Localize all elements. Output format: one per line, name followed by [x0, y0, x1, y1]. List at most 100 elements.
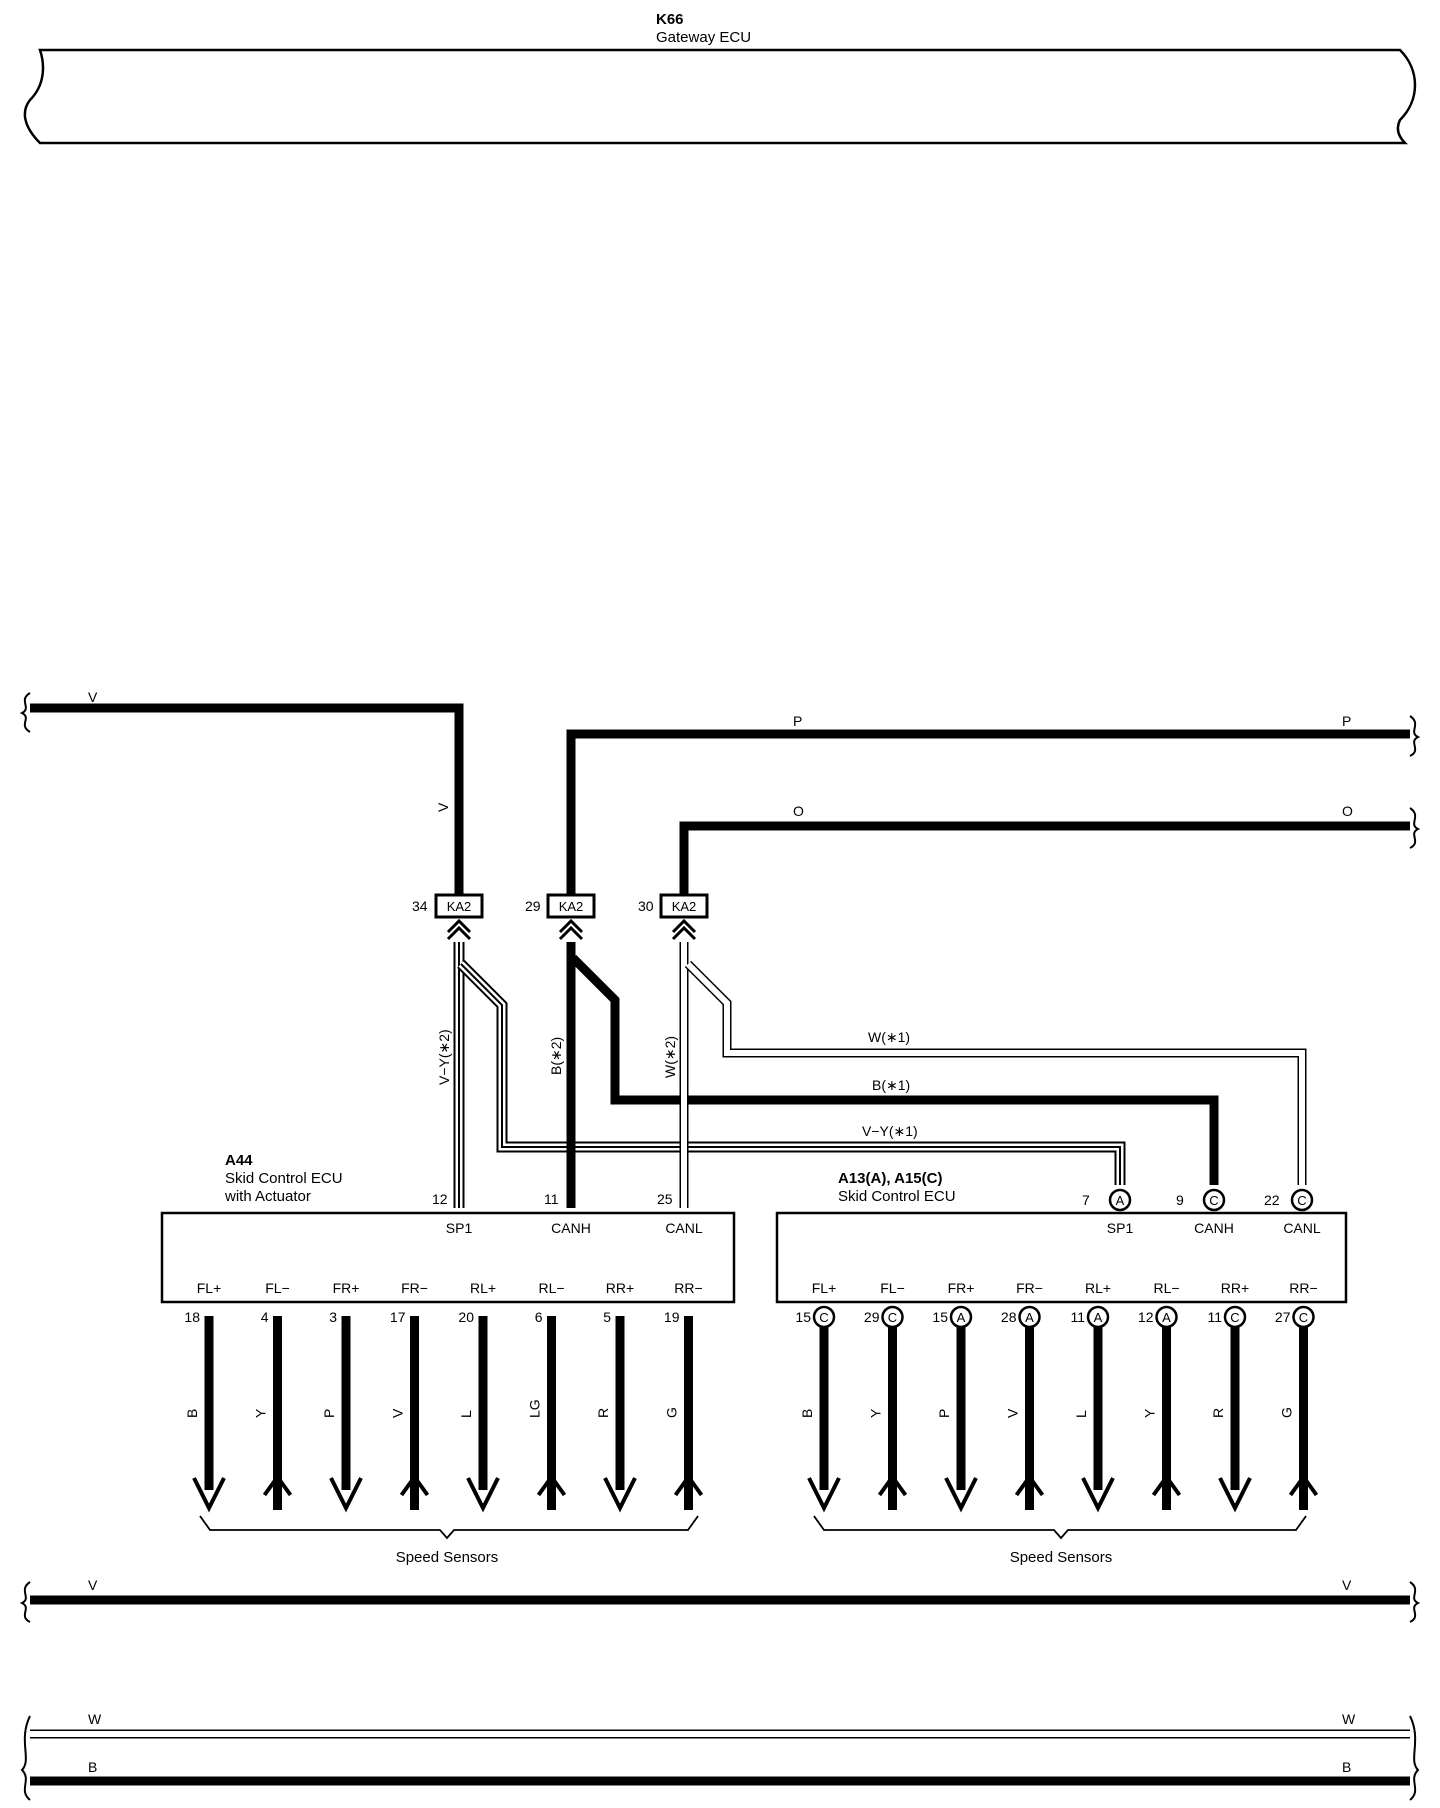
a44-bottom-0-wire-color: B: [184, 1409, 200, 1418]
a44-top-pin-canh: 11: [544, 1191, 559, 1207]
a13-bottom-0-conn-circle: [812, 1305, 836, 1329]
a13-bottom-5-wire-color: Y: [1142, 1408, 1158, 1418]
break-p-right: [1409, 715, 1421, 757]
a13-bottom-3-conn-circle: [1018, 1305, 1041, 1329]
a13-bottom-5-name: RL−: [1153, 1280, 1179, 1296]
branch-wires: V−Y(∗2) V−Y(∗1) B(∗2) B(∗1) W(∗2) W(∗1): [436, 942, 1307, 1208]
ecu-a44-line1: Skid Control ECU: [225, 1170, 343, 1187]
a44-bottom-4-arrow-out: [466, 1477, 500, 1513]
a13-top-conn-canl: C: [1297, 1193, 1306, 1208]
a44-bottom-1-wire-color: Y: [253, 1408, 269, 1418]
junction-30-code: KA2: [672, 899, 697, 914]
ecu-a44-code: A44: [225, 1152, 253, 1169]
a13-bottom-1-pin: 29: [864, 1309, 880, 1325]
a13-top-name-canl: CANL: [1283, 1220, 1321, 1236]
a44-top-name-sp1: SP1: [446, 1220, 473, 1236]
junction-34-pin: 34: [412, 898, 428, 914]
a44-bottom-4-name: RL+: [470, 1280, 496, 1296]
a44-bottom-3-arrow-in: [399, 1473, 430, 1497]
wire-label-vy-star1: V−Y(∗1): [862, 1123, 918, 1139]
wire-p: [566, 729, 1410, 895]
a13-bottom-3-pin: 28: [1001, 1309, 1017, 1325]
a44-bottom-7-arrow-in: [673, 1473, 704, 1497]
a13-bottom-2-wire-color: P: [936, 1409, 952, 1418]
a44-bottom-1-name: FL−: [265, 1280, 290, 1296]
wire-label-v-vertical: V: [435, 802, 451, 812]
junction-connectors: KA2 34 KA2 29 KA2 30: [412, 893, 709, 941]
a44-bottom-4-wire-color: L: [458, 1410, 474, 1418]
a13-bottom-2-conn-circle: [949, 1305, 973, 1329]
a13-bottom-1-conn-circle: [881, 1305, 904, 1329]
a13-bottom-0-name: FL+: [812, 1280, 837, 1296]
a13-bottom-5-pin: 12: [1138, 1309, 1154, 1325]
a44-top-name-canh: CANH: [551, 1220, 591, 1236]
a44-bottom-0-name: FL+: [197, 1280, 222, 1296]
a13-bottom-1-name: FL−: [880, 1280, 905, 1296]
junction-29-chevron: [558, 918, 584, 941]
junction-30-chevron: [671, 918, 697, 941]
a44-bottom-3-pin: 17: [390, 1309, 406, 1325]
ecu-a44-line2: with Actuator: [224, 1188, 311, 1205]
a13-top-name-canh: CANH: [1194, 1220, 1234, 1236]
upper-harness: V V P P O O: [19, 689, 1421, 895]
a13-bottom-6-wire-color: R: [1210, 1408, 1226, 1418]
a13-top-pin-canl: 22: [1264, 1192, 1280, 1208]
gateway-ecu: K66 Gateway ECU: [23, 11, 1417, 145]
a13-bottom-2-arrow-out: [944, 1477, 978, 1513]
a13-top-conn-circle-canl: [1290, 1188, 1314, 1212]
a13-bottom-4-pin: 11: [1070, 1309, 1085, 1325]
wire-label-w-bottom-left: W: [88, 1711, 102, 1727]
junction-30: KA2 30: [638, 893, 709, 941]
a44-top-pin-sp1: 12: [432, 1191, 448, 1207]
junction-29-code: KA2: [559, 899, 584, 914]
ecu-a13-sensors-label: Speed Sensors: [1010, 1549, 1113, 1566]
a13-bottom-1-conn: C: [888, 1310, 897, 1325]
a44-bottom-6-name: RR+: [606, 1280, 634, 1296]
a44-bottom-2-arrow-out: [329, 1477, 363, 1513]
wire-label-w-bottom-right: W: [1342, 1711, 1356, 1727]
a13-bottom-5-conn: A: [1162, 1310, 1171, 1325]
ecu-a44-sensor-brace: [199, 1515, 699, 1540]
wire-label-b-bottom-right: B: [1342, 1759, 1351, 1775]
ecu-a13-line1: Skid Control ECU: [838, 1188, 956, 1205]
a13-bottom-2-name: FR+: [948, 1280, 975, 1296]
wire-o: [679, 821, 1410, 895]
a13-bottom-6-conn: C: [1230, 1310, 1239, 1325]
wire-label-p-left: P: [793, 713, 802, 729]
a13-top-pin-canh: 9: [1176, 1192, 1184, 1208]
wire-label-o-left: O: [793, 803, 804, 819]
ecu-a13-sensor-brace: [813, 1515, 1307, 1540]
a44-bottom-3-wire-color: V: [390, 1408, 406, 1418]
a13-top-conn-canh: C: [1209, 1193, 1218, 1208]
a13-bottom-4-arrow-out: [1081, 1477, 1115, 1513]
a44-top-name-canl: CANL: [665, 1220, 703, 1236]
a44-bottom-5-name: RL−: [538, 1280, 564, 1296]
a13-bottom-5-conn-circle: [1155, 1305, 1178, 1329]
a13-bottom-7-name: RR−: [1289, 1280, 1317, 1296]
wire-b-star1: [569, 954, 1219, 1185]
a44-bottom-1-pin: 4: [261, 1309, 269, 1325]
a44-bottom-6-pin: 5: [603, 1309, 611, 1325]
junction-34-chevron: [446, 918, 472, 941]
a44-bottom-3-name: FR−: [401, 1280, 428, 1296]
wire-label-w-star2: W(∗2): [662, 1036, 678, 1078]
a13-bottom-4-conn: A: [1094, 1310, 1103, 1325]
a13-bottom-7-conn: C: [1299, 1310, 1308, 1325]
a44-bottom-6-arrow-out: [603, 1477, 637, 1513]
wire-label-b-star1: B(∗1): [872, 1077, 910, 1093]
a13-bottom-7-conn-circle: [1292, 1305, 1315, 1329]
a13-top-conn-circle-sp1: [1108, 1188, 1132, 1212]
a13-bottom-4-name: RL+: [1085, 1280, 1111, 1296]
junction-34-code: KA2: [447, 899, 472, 914]
a13-bottom-3-wire-color: V: [1005, 1408, 1021, 1418]
a13-bottom-7-wire-color: G: [1279, 1407, 1295, 1418]
wire-label-o-right: O: [1342, 803, 1353, 819]
a13-top-name-sp1: SP1: [1107, 1220, 1134, 1236]
a13-top-conn-sp1: A: [1116, 1193, 1125, 1208]
ecu-a44-sensors-label: Speed Sensors: [396, 1549, 499, 1566]
a44-bottom-7-pin: 19: [664, 1309, 680, 1325]
a13-bottom-0-wire-color: B: [799, 1409, 815, 1418]
